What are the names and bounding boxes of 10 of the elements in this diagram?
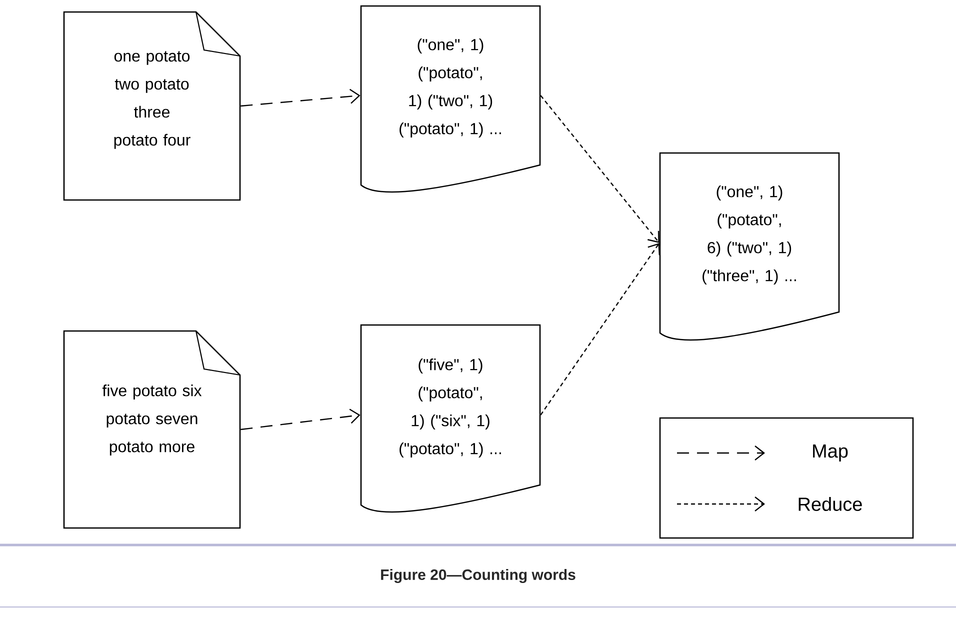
list-document: ("five", 1) ("potato", 1) ("six", 1) ("potato", 1) ... bbox=[360, 324, 541, 513]
legend-label: Reduce bbox=[798, 497, 862, 511]
list-document: ("one", 1) ("potato", 6) ("two", 1) ("three", 1) ... bbox=[659, 152, 840, 341]
list-document: ("one", 1) ("potato", 1) ("two", 1) ("potato", 1) ... bbox=[360, 5, 541, 193]
arrow bbox=[540, 243, 660, 416]
legend-label: Map bbox=[813, 444, 848, 462]
arrow bbox=[240, 88, 360, 107]
figure-caption: Figure 20—Counting words bbox=[381, 568, 576, 584]
arrow bbox=[240, 408, 360, 430]
arrow bbox=[540, 95, 660, 243]
